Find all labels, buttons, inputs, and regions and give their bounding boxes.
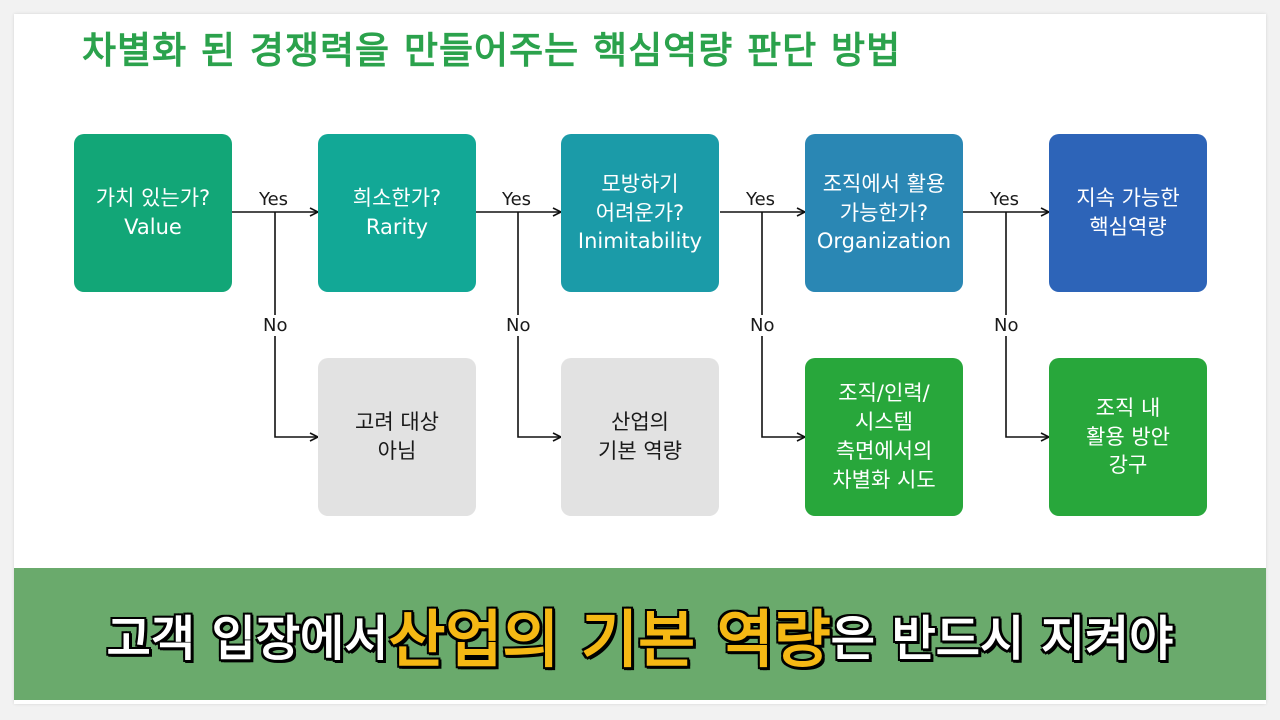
outcome-differentiation: 조직/인력/ 시스템 측면에서의 차별화 시도 bbox=[805, 358, 963, 516]
step-sustainable-core-competence: 지속 가능한 핵심역량 bbox=[1049, 134, 1207, 292]
caption-banner: 고객 입장에서 산업의 기본 역량 은 반드시 지켜야 bbox=[14, 568, 1266, 700]
step-sustainable-text: 지속 가능한 핵심역량 bbox=[1076, 186, 1180, 239]
step-inimitability-text: 모방하기 어려운가? Inimitability bbox=[577, 171, 703, 254]
step-organization-text: 조직에서 활용 가능한가? Organization bbox=[816, 171, 952, 254]
banner-highlight: 산업의 기본 역량 bbox=[388, 603, 831, 676]
outcome-industry-basic-text: 산업의 기본 역량 bbox=[598, 410, 682, 463]
outcome-differentiation-text: 조직/인력/ 시스템 측면에서의 차별화 시도 bbox=[832, 381, 936, 492]
no-label-3: No bbox=[749, 315, 776, 336]
outcome-utilization: 조직 내 활용 방안 강구 bbox=[1049, 358, 1207, 516]
no-arrow-1 bbox=[274, 212, 318, 437]
step-inimitability: 모방하기 어려운가? Inimitability bbox=[561, 134, 719, 292]
no-arrow-2 bbox=[517, 212, 561, 437]
step-rarity-text: 희소한가? Rarity bbox=[352, 186, 442, 239]
yes-label-3: Yes bbox=[746, 189, 776, 210]
step-rarity: 희소한가? Rarity bbox=[318, 134, 476, 292]
banner-text-start: 고객 입장에서 bbox=[106, 611, 389, 667]
no-arrow-4 bbox=[1005, 212, 1049, 437]
yes-label-1: Yes bbox=[259, 189, 289, 210]
outcome-industry-basic: 산업의 기본 역량 bbox=[561, 358, 719, 516]
yes-label-4: Yes bbox=[990, 189, 1020, 210]
page-title: 차별화 된 경쟁력을 만들어주는 핵심역량 판단 방법 bbox=[82, 29, 902, 72]
outcome-utilization-text: 조직 내 활용 방안 강구 bbox=[1086, 395, 1170, 478]
outcome-not-considered: 고려 대상 아님 bbox=[318, 358, 476, 516]
step-value: 가치 있는가? Value bbox=[74, 134, 232, 292]
step-organization: 조직에서 활용 가능한가? Organization bbox=[805, 134, 963, 292]
no-label-1: No bbox=[262, 315, 289, 336]
no-label-4: No bbox=[993, 315, 1020, 336]
no-label-2: No bbox=[505, 315, 532, 336]
outcome-not-considered-text: 고려 대상 아님 bbox=[355, 410, 439, 463]
banner-text-end: 은 반드시 지켜야 bbox=[830, 611, 1174, 667]
step-value-text: 가치 있는가? Value bbox=[95, 186, 211, 239]
no-arrow-3 bbox=[761, 212, 805, 437]
yes-label-2: Yes bbox=[502, 189, 532, 210]
